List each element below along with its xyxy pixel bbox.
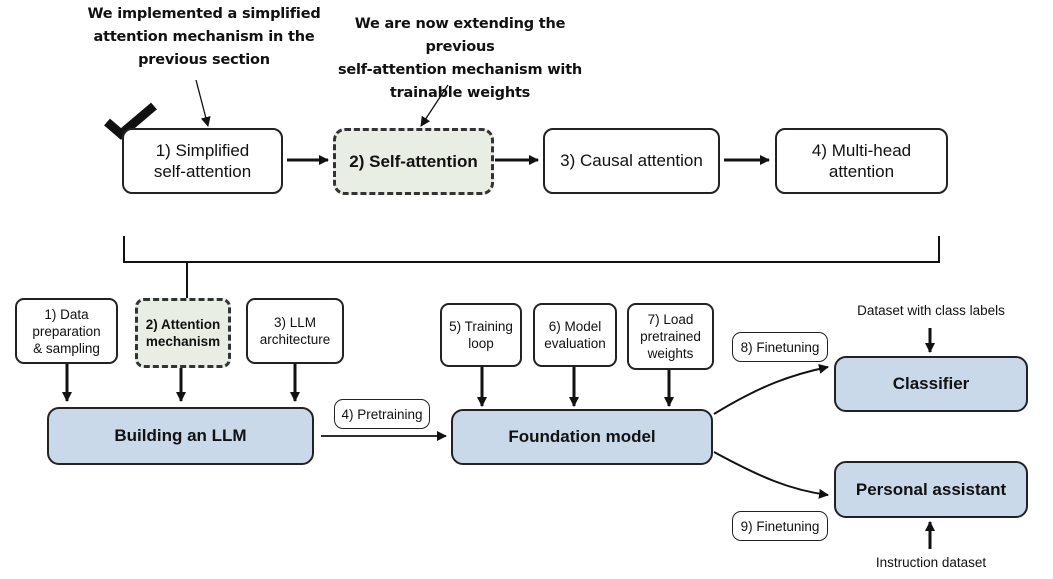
annotation-pointer-left	[195, 79, 211, 127]
arrow-to-classifier	[713, 363, 829, 415]
input-model-evaluation: 6) Model evaluation	[533, 303, 617, 367]
label-instruction-dataset: Instruction dataset	[875, 555, 987, 570]
block-personal-assistant: Personal assistant	[834, 461, 1028, 518]
step-causal-attention: 3) Causal attention	[543, 128, 720, 194]
input-attention-mechanism: 2) Attention mechanism	[135, 298, 231, 368]
step-multi-head-attention: 4) Multi-head attention	[775, 128, 948, 194]
block-classifier: Classifier	[834, 356, 1028, 412]
input-load-pretrained-weights: 7) Load pretrained weights	[627, 303, 714, 370]
annotation-right: We are now extending the previous self-a…	[337, 16, 583, 101]
step-simplified-self-attention: 1) Simplified self-attention	[122, 128, 283, 194]
annotation-left: We implemented a simplified attention me…	[87, 6, 321, 68]
grouping-bracket	[123, 236, 940, 263]
checkmark-icon	[104, 102, 157, 140]
label-finetuning-assistant: 9) Finetuning	[732, 511, 828, 541]
label-pretraining: 4) Pretraining	[334, 399, 430, 429]
label-finetuning-classifier: 8) Finetuning	[732, 332, 828, 362]
input-data-preparation: 1) Data preparation & sampling	[15, 298, 118, 364]
input-training-loop: 5) Training loop	[440, 303, 522, 367]
input-llm-architecture: 3) LLM architecture	[246, 298, 344, 364]
block-building-an-llm: Building an LLM	[47, 407, 314, 465]
annotation-pointer-right	[420, 84, 449, 127]
block-foundation-model: Foundation model	[451, 409, 713, 465]
label-class-dataset: Dataset with class labels	[857, 303, 1005, 318]
arrow-to-assistant	[713, 451, 829, 499]
step-self-attention: 2) Self-attention	[333, 128, 494, 195]
